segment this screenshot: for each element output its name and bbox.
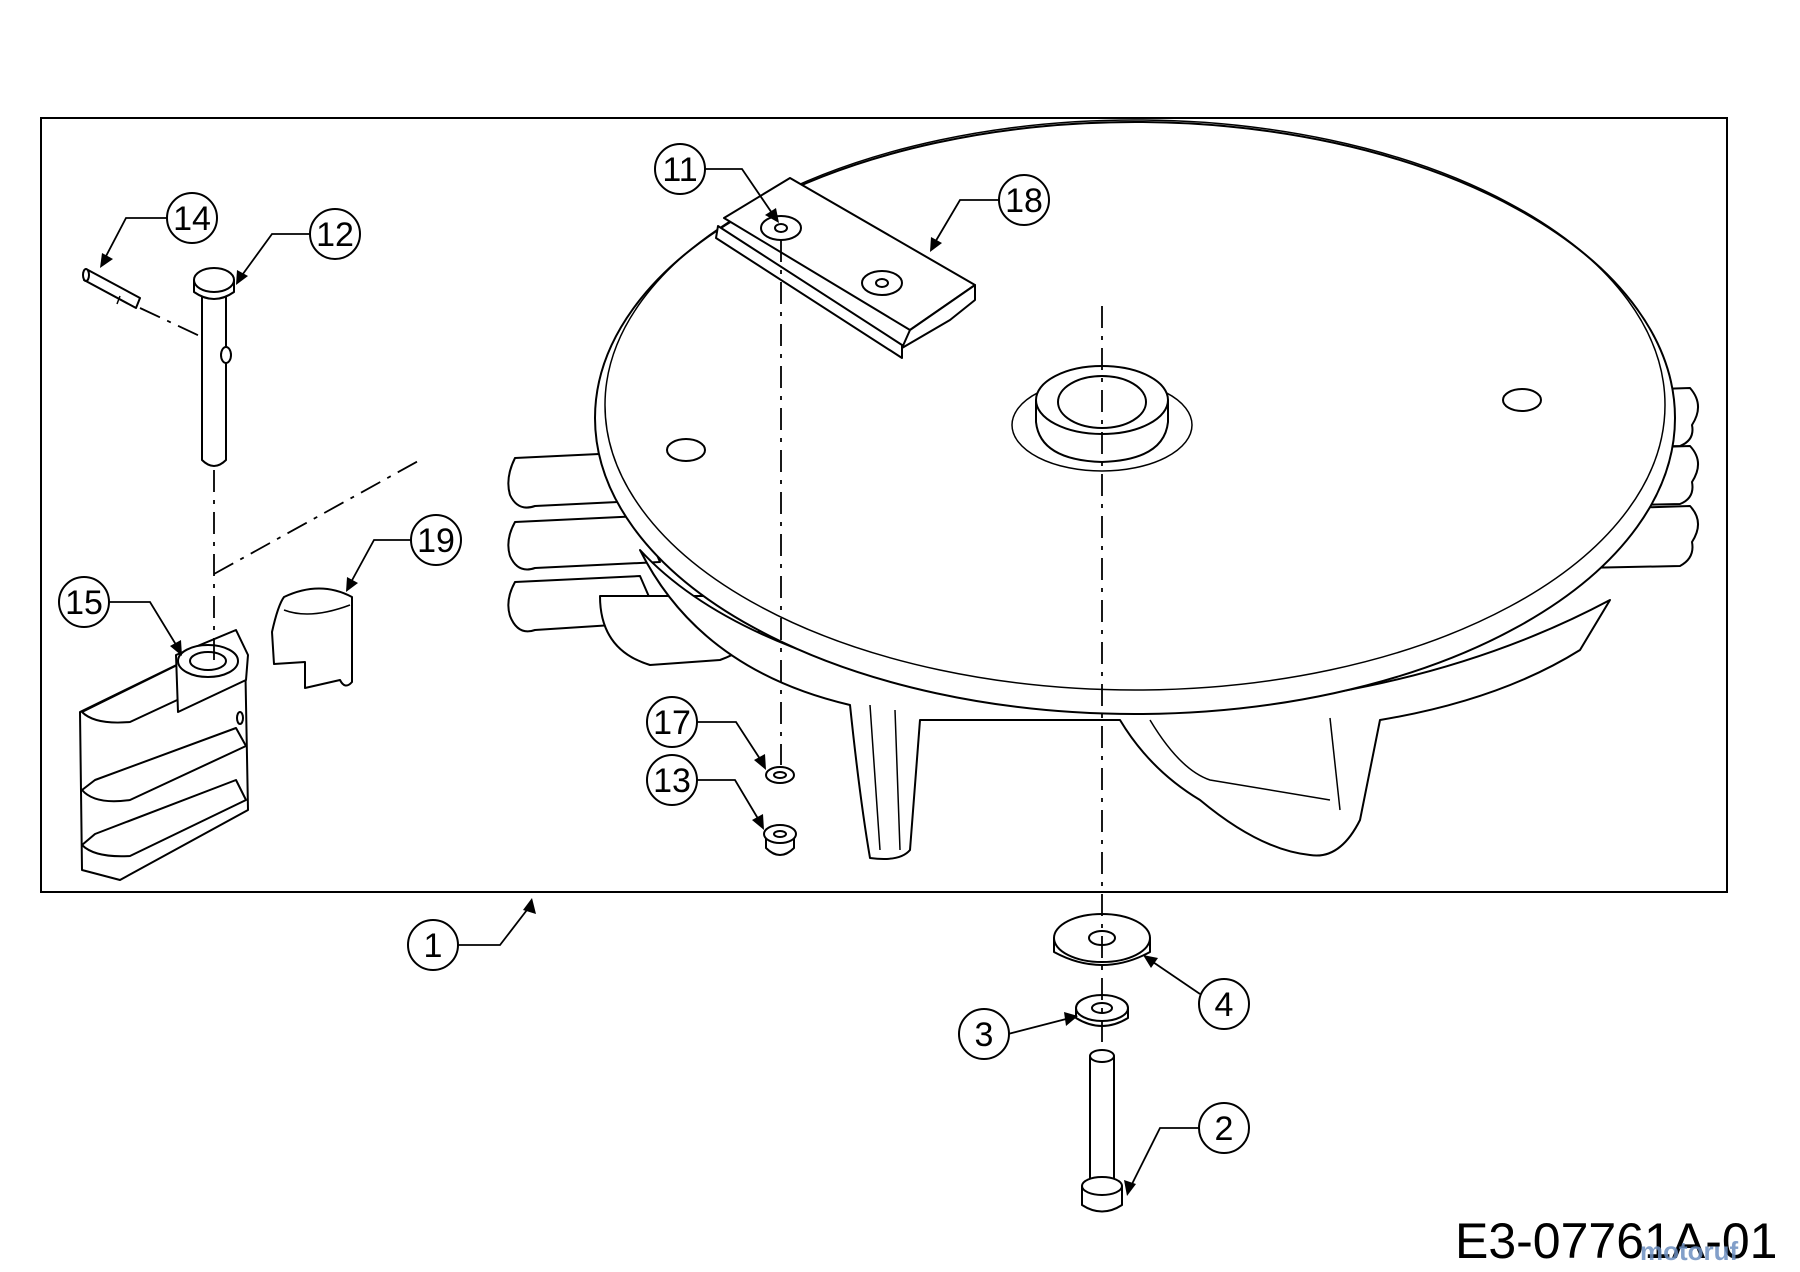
callout-15: 15 [58, 576, 182, 656]
callout-label: 2 [1215, 1110, 1234, 1148]
callout-label: 15 [65, 584, 103, 622]
callout-18: 18 [930, 174, 1050, 252]
callout-label: 1 [424, 927, 443, 965]
washer-small [765, 766, 795, 784]
assembly-frame [40, 117, 1728, 893]
callout-label: 14 [173, 200, 211, 238]
callout-label: 11 [662, 151, 697, 189]
callout-19: 19 [346, 514, 462, 592]
callout-label: 18 [1005, 182, 1043, 220]
disc-hole-left [666, 438, 706, 462]
callout-13: 13 [646, 754, 764, 830]
watermark: motoruf [1640, 1236, 1739, 1266]
blade-plate [715, 177, 976, 359]
callout-17: 17 [646, 696, 766, 770]
axis-bracket-to-impeller [213, 459, 421, 575]
axis-cotter [139, 307, 205, 339]
callout-11: 11 [654, 143, 779, 223]
callout-label: 3 [975, 1016, 994, 1054]
callout-label: 4 [1215, 986, 1234, 1024]
callout-label: 12 [316, 216, 354, 254]
hex-nut [763, 824, 797, 856]
spring-clip [271, 587, 353, 689]
callout-4: 4 [1143, 955, 1250, 1030]
mount-bracket [79, 629, 249, 881]
callout-12: 12 [236, 208, 361, 285]
callout-label: 19 [417, 522, 455, 560]
drawing-number: E3-07761A-01 [1455, 1213, 1777, 1269]
callout-1: 1 [407, 898, 536, 971]
cotter-pin [82, 268, 141, 309]
hex-bolt [1081, 1049, 1123, 1213]
impeller-assembly [507, 119, 1699, 860]
callout-label: 13 [653, 762, 691, 800]
callout-2: 2 [1124, 1102, 1250, 1196]
callout-14: 14 [100, 192, 218, 268]
callout-3: 3 [958, 1008, 1078, 1060]
clevis-pin [193, 267, 235, 467]
callout-label: 17 [653, 704, 691, 742]
disc-hole-right [1502, 388, 1542, 412]
